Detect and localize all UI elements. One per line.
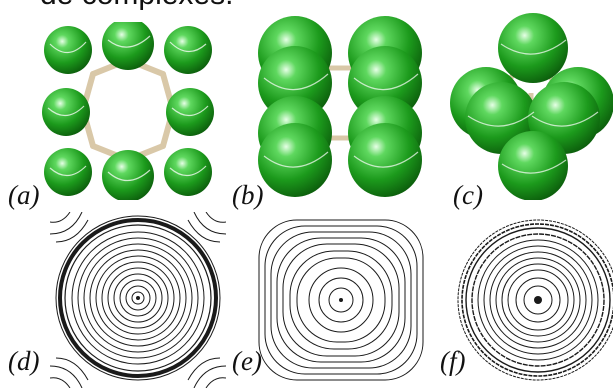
corner-contours [50,212,226,388]
center-dot [136,296,140,300]
panel-label-c: (c) [453,180,483,210]
center-dot [534,296,542,304]
sphere-group [450,13,613,200]
panel-c-molecule [450,13,613,200]
panel-label-a: (a) [8,180,40,210]
bond-lines [80,57,176,163]
panel-label-f: (f) [440,346,466,376]
panel-b-molecule [258,16,422,197]
center-dot [339,298,343,302]
panel-d-contour [50,212,226,388]
panel-label-d: (d) [8,346,40,376]
panel-label-e: (e) [232,346,262,376]
panel-f-contour [457,219,613,381]
panel-label-b: (b) [232,180,264,210]
panel-a-molecule [42,22,214,200]
sphere-group [42,22,214,200]
sphere-group [258,16,422,197]
panel-e-contour [258,219,424,381]
caption-fragment: de complexes. [40,0,233,12]
